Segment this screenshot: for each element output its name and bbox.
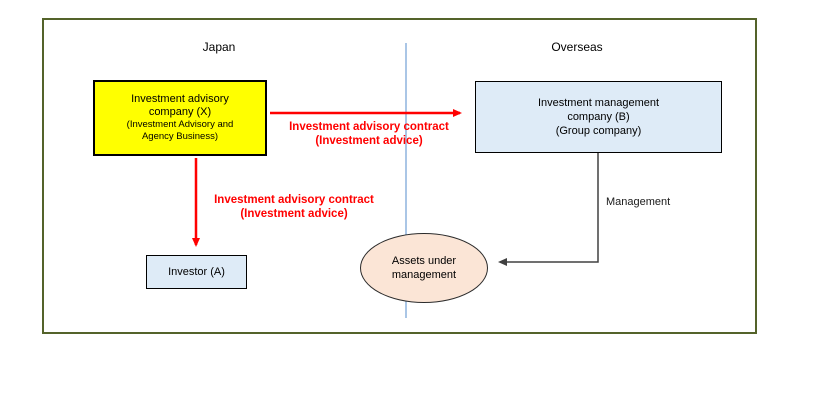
node-label-line: Assets under (391, 255, 457, 267)
node-investor: Investor (A) (146, 255, 247, 289)
node-assets-under-management: Assets under management (360, 233, 488, 303)
node-label-line: company (B) (567, 111, 630, 123)
node-label-line: company (X) (148, 106, 212, 118)
node-investment-management-company: Investment management company (B) (Group… (475, 81, 722, 153)
node-label-line: management (391, 269, 457, 281)
node-label-line: Investor (A) (168, 265, 225, 278)
japan-overseas-divider-line (405, 43, 407, 318)
node-label-line: (Group company) (555, 125, 642, 137)
region-label-overseas: Overseas (551, 40, 603, 54)
node-investment-advisory-company: Investment advisory company (X) (Investm… (93, 80, 267, 156)
edge-label-line: Investment advisory contract (214, 194, 374, 206)
region-label-japan: Japan (202, 40, 236, 54)
edge-label-line: (Investment advice) (240, 208, 348, 220)
node-label-line: Investment advisory (131, 93, 229, 105)
edge-label-line: Investment advisory contract (289, 121, 449, 133)
edge-label-line: (Investment advice) (315, 135, 423, 147)
node-label-line: Investment management (537, 97, 660, 109)
edge-label-advisory-to-investor: Investment advisory contract (Investment… (198, 193, 390, 221)
edge-label-management: Management (606, 196, 671, 208)
node-sublabel-line: (Investment Advisory and (126, 119, 234, 130)
edge-label-advisory-to-management: Investment advisory contract (Investment… (270, 120, 468, 148)
node-sublabel-line: Agency Business) (141, 131, 219, 142)
